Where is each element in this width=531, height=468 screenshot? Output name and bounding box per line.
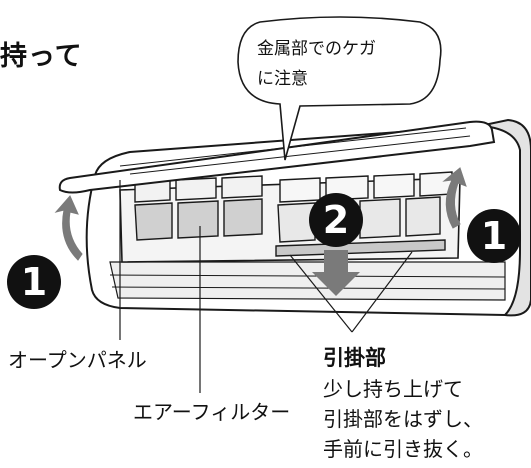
pull-down-arrow [312, 250, 360, 296]
caution-line-2: に注意 [257, 69, 308, 89]
air-filter-right [275, 171, 453, 257]
instruction-heading: 持って [0, 41, 83, 72]
hook-desc-line-3: 手前に引き抜く。 [323, 437, 483, 461]
hook-desc-line-2: 引掛部をはずし、 [323, 407, 483, 431]
air-filter-left [134, 175, 263, 241]
leader-hook-left [289, 254, 353, 333]
label-hook-title: 引掛部 [323, 346, 386, 370]
hook-desc-line-1: 少し持ち上げて [323, 377, 463, 401]
lift-arrow-right [442, 167, 467, 229]
label-open-panel: オープンパネル [8, 348, 147, 372]
caution-bubble [237, 16, 442, 161]
step-marker-1-right-text: 1 [481, 214, 507, 258]
caution-line-1: 金属部でのケガ [257, 39, 376, 59]
unit-bottom-grille [109, 261, 506, 301]
leader-hook-right [351, 251, 413, 333]
step-marker-2: 2 [309, 193, 363, 247]
label-air-filter: エアーフィルター [133, 400, 291, 424]
step-marker-2-text: 2 [323, 198, 349, 242]
step-marker-1-right: 1 [467, 209, 521, 263]
step-marker-1-left-text: 1 [21, 260, 47, 304]
label-hook-description: 少し持ち上げて 引掛部をはずし、 手前に引き抜く。 [323, 374, 483, 464]
lift-arrow-left [54, 195, 83, 261]
caution-text: 金属部でのケガ に注意 [257, 34, 457, 94]
step-marker-1-left: 1 [7, 255, 61, 309]
